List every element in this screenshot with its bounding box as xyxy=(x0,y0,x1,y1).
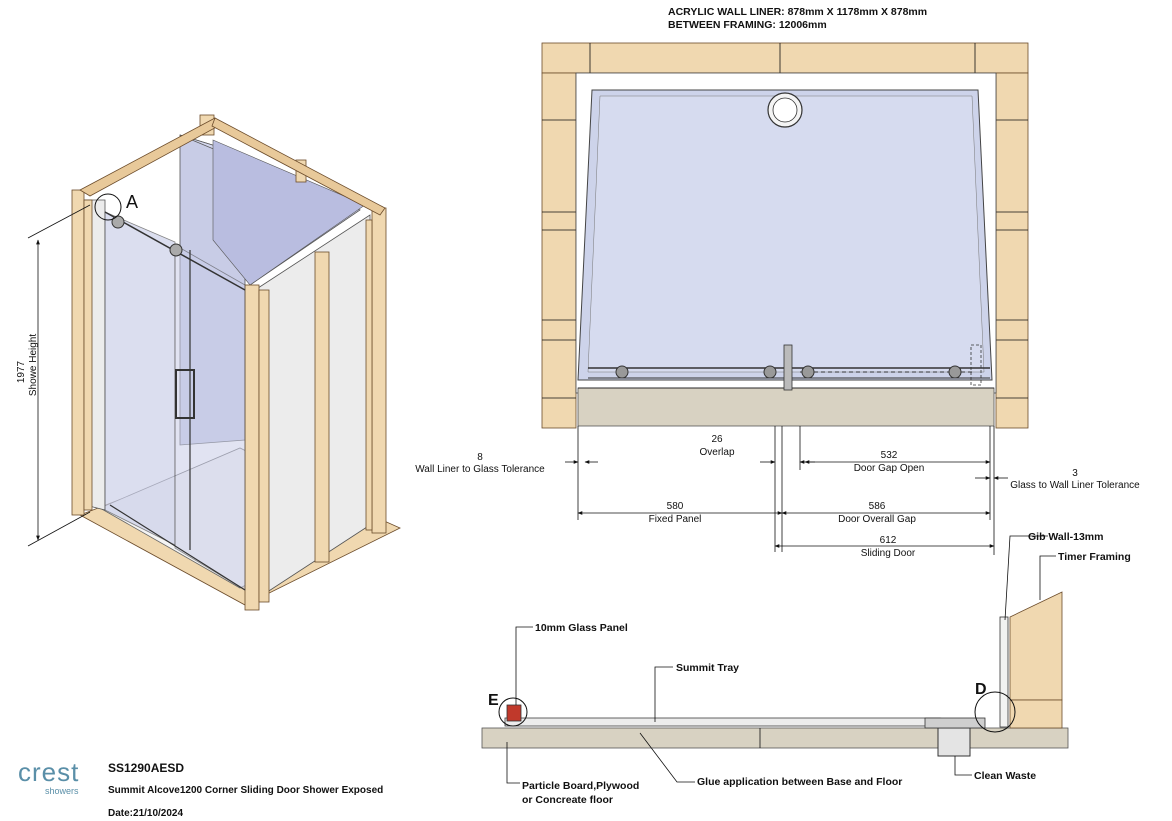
tray-label: Summit Tray xyxy=(676,662,739,674)
brand-sub: showers xyxy=(45,786,79,796)
marker-e: E xyxy=(488,692,499,709)
height-label: Showe Height xyxy=(28,334,39,396)
tol-right-label: Glass to Wall Liner Tolerance xyxy=(1010,480,1140,491)
brand-logo: crest xyxy=(18,757,80,787)
marker-d: D xyxy=(975,681,987,698)
fixed-label: Fixed Panel xyxy=(649,514,702,525)
product-code: SS1290AESD xyxy=(108,761,185,775)
gap-open-value: 532 xyxy=(881,450,898,461)
overlap-label: Overlap xyxy=(699,447,734,458)
overlap-value: 26 xyxy=(711,434,723,445)
tol-left-value: 8 xyxy=(477,452,483,463)
fixed-value: 580 xyxy=(667,501,684,512)
glue-label: Glue application between Base and Floor xyxy=(697,776,902,788)
base-label: Particle Board,Plywood xyxy=(522,780,639,792)
tol-left-label: Wall Liner to Glass Tolerance xyxy=(415,464,545,475)
framing-label: Timer Framing xyxy=(1058,551,1131,563)
section-view xyxy=(481,535,1069,784)
liner-spec: ACRYLIC WALL LINER: 878mm X 1178mm X 878… xyxy=(668,6,927,18)
sliding-label: Sliding Door xyxy=(861,548,916,559)
elevation-view xyxy=(541,42,1029,555)
isometric-view xyxy=(27,114,401,611)
tol-right-value: 3 xyxy=(1072,468,1078,479)
gib-label: Gib Wall-13mm xyxy=(1028,531,1103,543)
drawing-date: Date:21/10/2024 xyxy=(108,808,184,819)
product-description: Summit Alcove1200 Corner Sliding Door Sh… xyxy=(108,785,384,796)
gap-open-label: Door Gap Open xyxy=(854,463,925,474)
overall-value: 586 xyxy=(869,501,886,512)
framing-spec: BETWEEN FRAMING: 12006mm xyxy=(668,19,827,31)
overall-label: Door Overall Gap xyxy=(838,514,916,525)
sliding-value: 612 xyxy=(880,535,897,546)
glass-panel-label: 10mm Glass Panel xyxy=(535,622,628,634)
detail-marker-a: A xyxy=(126,192,138,212)
waste-label: Clean Waste xyxy=(974,770,1036,782)
height-value: 1977 xyxy=(16,360,27,383)
base-label-2: or Concreate floor xyxy=(522,794,613,806)
